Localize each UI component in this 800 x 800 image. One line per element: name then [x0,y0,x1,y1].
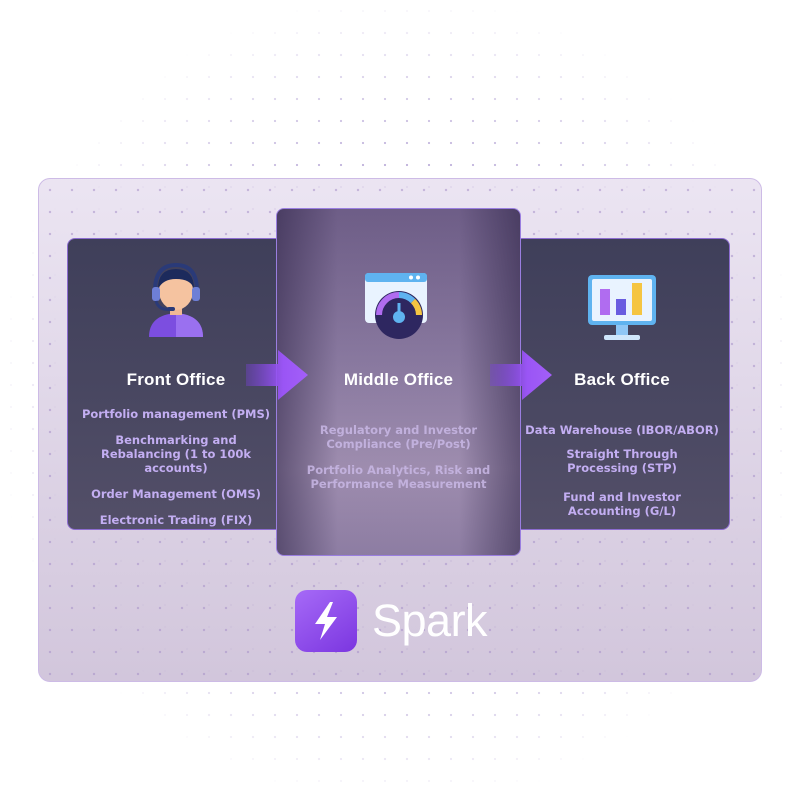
brand-name: Spark [372,595,488,646]
back-office-items: Data Warehouse (IBOR/ABOR) Straight Thro… [523,423,721,530]
middle-office-items: Regulatory and Investor Compliance (Pre/… [289,423,508,503]
list-item: Data Warehouse (IBOR/ABOR) [525,423,719,437]
arrow-right-icon [246,350,308,400]
back-office-card: Back Office Data Warehouse (IBOR/ABOR) S… [514,238,730,530]
list-item: Order Management (OMS) [91,487,261,501]
list-item: Regulatory and Investor Compliance (Pre/… [319,423,478,451]
support-agent-icon [141,261,211,341]
list-item: Portfolio Analytics, Risk and Performanc… [306,463,491,491]
front-office-title: Front Office [126,370,226,389]
middle-office-card: Middle Office Regulatory and Investor Co… [276,208,521,556]
list-item: Portfolio management (PMS) [81,407,271,421]
arrow-right-icon [490,350,552,400]
lightning-icon [315,602,337,640]
list-item: Electronic Trading (FIX) [99,513,253,527]
back-office-title: Back Office [574,370,670,389]
list-item: Benchmarking and Rebalancing (1 to 100k … [100,433,252,475]
bar-chart-monitor-icon [586,273,658,347]
list-item: Straight Through Processing (STP) [566,447,678,475]
dashboard-gauge-icon [363,271,435,345]
middle-office-title: Middle Office [343,370,454,389]
spark-logo [295,590,357,652]
list-item: Fund and Investor Accounting (G/L) [563,490,681,518]
front-office-items: Portfolio management (PMS) Benchmarking … [76,407,276,539]
